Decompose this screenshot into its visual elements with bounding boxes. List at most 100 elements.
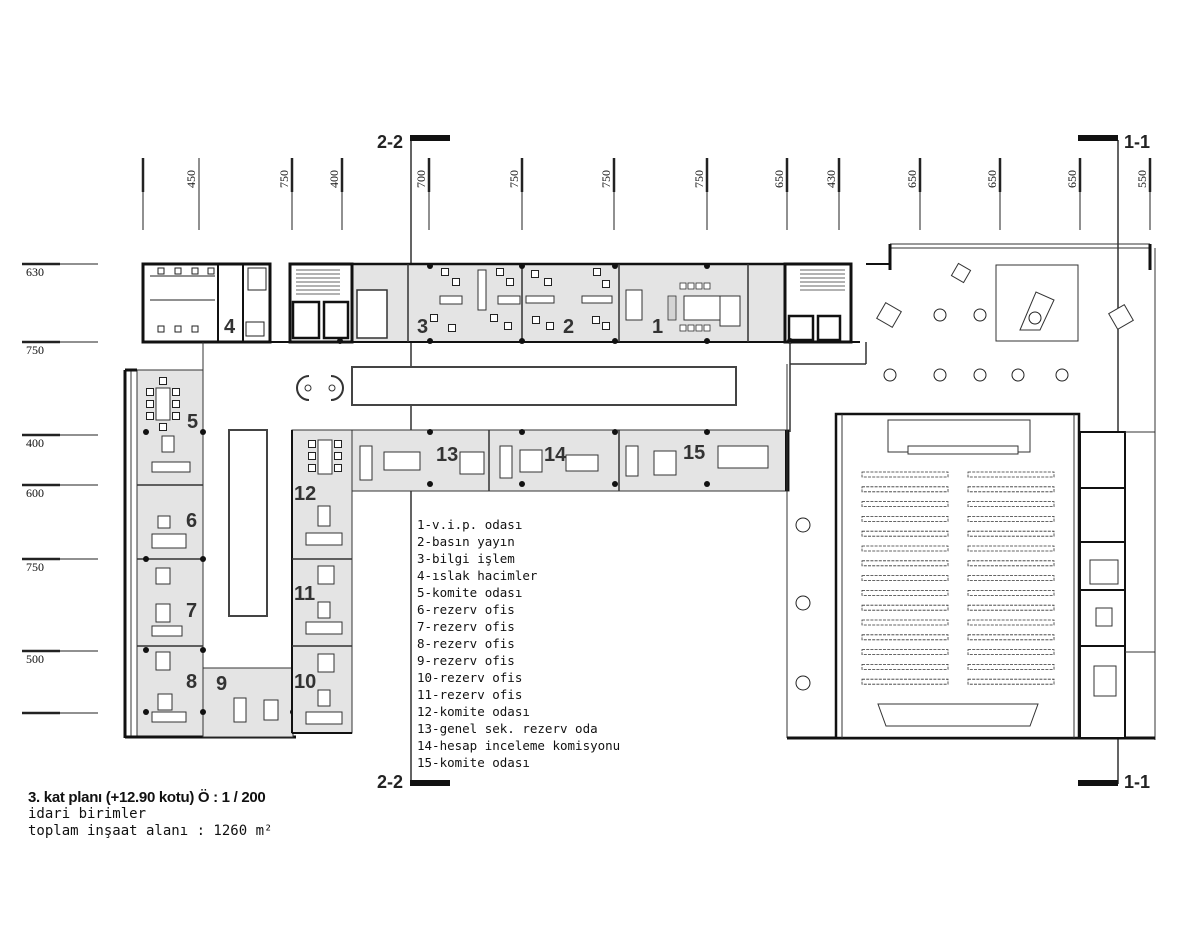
- legend-item: 3-bilgi işlem: [417, 551, 515, 566]
- room-11-furniture: [305, 565, 343, 635]
- room-legend: 1-v.i.p. odası 2-basın yayın 3-bilgi işl…: [417, 516, 620, 771]
- section-label-1-1-top: 1-1: [1124, 132, 1150, 152]
- seat-row: [967, 545, 1055, 552]
- room-9-furniture: [233, 697, 279, 723]
- room-label-6: 6: [186, 510, 197, 532]
- section-label-1-1-bottom: 1-1: [1124, 772, 1150, 792]
- plan-caption: 3. kat planı (+12.90 kotu) Ö : 1 / 200 i…: [28, 789, 272, 840]
- legend-item: 8-rezerv ofis: [417, 636, 515, 651]
- top-wing: 3 2 1 4: [141, 262, 860, 344]
- left-wing: 5 6 7 8 9: [123, 342, 296, 739]
- seat-row: [861, 575, 949, 581]
- seat-row: [967, 590, 1055, 596]
- seat-row: [967, 560, 1055, 567]
- legend-item: 1-v.i.p. odası: [417, 517, 523, 532]
- seat-row: [967, 530, 1055, 537]
- seat-row: [967, 678, 1055, 685]
- left-dimension-lines: [22, 262, 98, 715]
- plan-title: 3. kat planı (+12.90 kotu) Ö : 1 / 200: [28, 789, 266, 806]
- seat-row: [967, 649, 1055, 655]
- dim-left-2: 750: [26, 343, 44, 357]
- dim-top-9: 430: [824, 170, 838, 188]
- seat-row: [861, 545, 949, 552]
- plan-subtitle: idari birimler: [28, 806, 147, 822]
- room-5-furniture: [146, 377, 191, 473]
- seat-row: [861, 530, 949, 537]
- dim-top-7: 750: [692, 170, 706, 188]
- room-label-10: 10: [294, 671, 316, 693]
- dim-left-3: 400: [26, 436, 44, 450]
- legend-item: 4-ıslak hacimler: [417, 568, 538, 583]
- seat-row: [967, 604, 1055, 611]
- seat-row: [967, 575, 1055, 581]
- seat-row: [967, 516, 1055, 522]
- legend-item: 6-rezerv ofis: [417, 602, 515, 617]
- room-label-4: 4: [224, 316, 236, 338]
- seat-row: [861, 590, 949, 596]
- room-3-furniture: [430, 268, 521, 332]
- dim-top-1: 450: [184, 170, 198, 188]
- room-label-9: 9: [216, 673, 227, 695]
- right-services: [1079, 431, 1155, 739]
- plan-area: toplam inşaat alanı : 1260 m²: [28, 823, 273, 839]
- seat-row: [861, 471, 949, 478]
- dim-top-6: 750: [599, 170, 613, 188]
- dim-top-5: 750: [507, 170, 521, 188]
- room-label-8: 8: [186, 671, 197, 693]
- room-label-13: 13: [436, 444, 458, 466]
- room-6-furniture: [151, 515, 187, 549]
- seat-row: [967, 664, 1055, 670]
- legend-item: 5-komite odası: [417, 585, 523, 600]
- dim-top-2: 750: [277, 170, 291, 188]
- seat-row: [861, 486, 949, 493]
- auditorium: [786, 364, 1155, 740]
- room-1-furniture: [625, 282, 741, 332]
- dim-left-6: 500: [26, 652, 44, 666]
- legend-item: 7-rezerv ofis: [417, 619, 515, 634]
- room-label-1: 1: [652, 316, 663, 338]
- legend-item: 2-basın yayın: [417, 534, 515, 549]
- seat-row: [861, 664, 949, 670]
- seat-rows: [861, 471, 1055, 685]
- dim-top-3: 400: [327, 170, 341, 188]
- top-dimension-lines: [141, 158, 1152, 230]
- legend-item: 10-rezerv ofis: [417, 670, 523, 685]
- dim-top-11: 650: [985, 170, 999, 188]
- dim-top-13: 550: [1135, 170, 1149, 188]
- seat-row: [967, 471, 1055, 478]
- seat-row: [967, 501, 1055, 508]
- seat-row: [967, 619, 1055, 626]
- seat-row: [861, 649, 949, 655]
- foyer: [866, 243, 1156, 740]
- legend-item: 9-rezerv ofis: [417, 653, 515, 668]
- room-label-2: 2: [563, 316, 574, 338]
- rooms-13-15: 13 14 15: [351, 429, 790, 492]
- room-7-furniture: [151, 567, 183, 637]
- top-dimension-labels: 450 750 400 700 750 750 750 650 430 650 …: [184, 170, 1149, 188]
- seat-row: [861, 678, 949, 685]
- seat-row: [861, 604, 949, 611]
- dim-left-5: 750: [26, 560, 44, 574]
- dim-top-12: 650: [1065, 170, 1079, 188]
- room-label-15: 15: [683, 442, 705, 464]
- legend-item: 15-komite odası: [417, 755, 530, 770]
- section-label-2-2-bottom: 2-2: [377, 772, 403, 792]
- legend-item: 11-rezerv ofis: [417, 687, 523, 702]
- corridor: [296, 342, 867, 432]
- dim-left-1: 630: [26, 265, 44, 279]
- room-label-5: 5: [187, 411, 198, 433]
- seat-row: [861, 560, 949, 567]
- legend-item: 14-hesap inceleme komisyonu: [417, 738, 621, 753]
- room-2-furniture: [525, 268, 613, 330]
- dim-top-10: 650: [905, 170, 919, 188]
- section-label-2-2-top: 2-2: [377, 132, 403, 152]
- middle-wing: 12 11 10: [291, 429, 353, 734]
- left-dimension-labels: 630 750 400 600 750 500: [26, 265, 44, 666]
- legend-item: 12-komite odası: [417, 704, 530, 719]
- dim-left-4: 600: [26, 486, 44, 500]
- dim-top-4: 700: [414, 170, 428, 188]
- room-12-furniture: [305, 439, 343, 546]
- room-label-14: 14: [544, 444, 567, 466]
- dim-top-8: 650: [772, 170, 786, 188]
